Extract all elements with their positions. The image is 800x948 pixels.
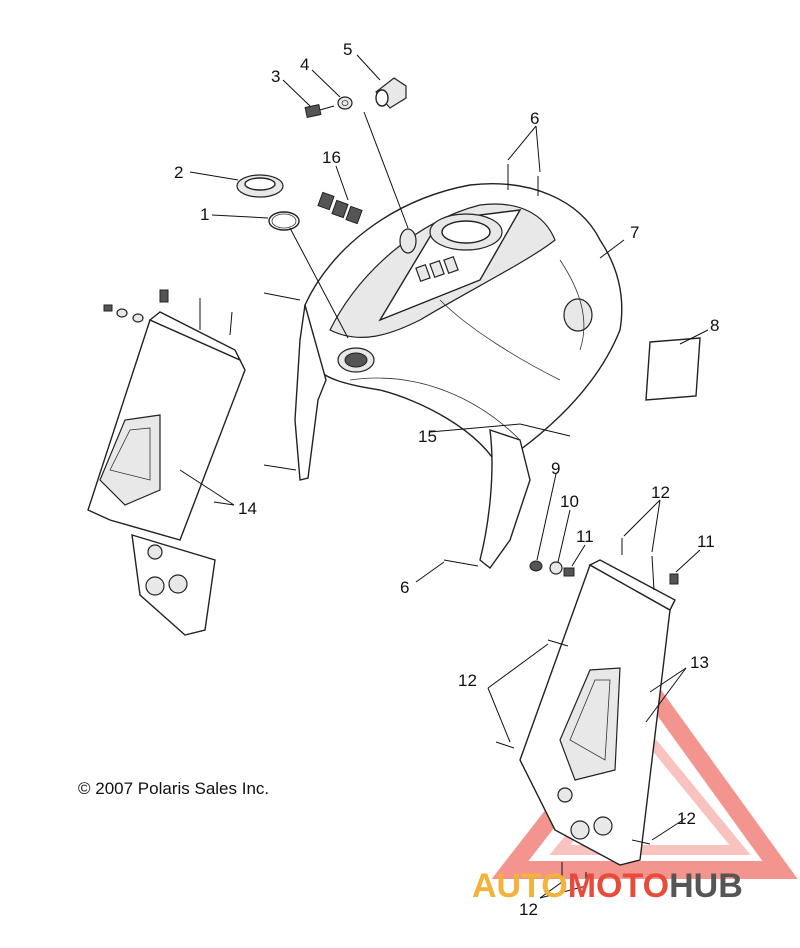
callout-14: 14 [238,499,257,518]
leader-lines [179,54,709,899]
callout-7: 7 [630,223,639,242]
callout-15: 15 [418,427,437,446]
part-3-key [304,104,335,118]
copyright-notice: © 2007 Polaris Sales Inc. [78,779,269,798]
part-5-knob [375,77,407,109]
callout-1: 1 [200,205,209,224]
callout-11-right: 11 [697,532,715,551]
callout-5: 5 [343,40,352,59]
callout-2: 2 [174,163,183,182]
watermark-hub: HUB [669,867,743,905]
part-8-decal [645,337,701,401]
callout-11-left: 11 [576,527,594,546]
callout-labels: 1 2 3 4 5 6 16 7 8 15 9 10 11 11 12 14 6… [174,40,719,919]
callout-12-middle: 12 [458,671,477,690]
part-13-side-panel-right [519,559,676,866]
callout-16: 16 [322,148,341,167]
watermark-text: AUTOMOTOHUB [472,867,743,905]
callout-10: 10 [560,492,579,511]
callout-8: 8 [710,316,719,335]
callout-4: 4 [300,55,309,74]
callout-6-top: 6 [530,109,539,128]
fasteners [263,164,679,888]
callout-12-bottom: 12 [519,900,538,919]
callout-12-lower-right: 12 [677,809,696,828]
part-1-oring [268,211,300,231]
part-14-side-panel-left [87,289,246,636]
callout-6-bottom: 6 [400,578,409,597]
callout-13: 13 [690,653,709,672]
callout-9: 9 [551,459,560,478]
watermark-moto: MOTO [568,867,669,905]
part-7-hood [294,183,623,570]
part-4-nut [337,96,353,110]
callout-12-top: 12 [651,483,670,502]
part-2-gasket [236,174,284,198]
callout-3: 3 [271,67,280,86]
part-16-clips [317,191,363,225]
watermark-auto: AUTO [472,867,568,905]
svg-text:AUTOMOTOHUB: AUTOMOTOHUB [472,867,743,905]
